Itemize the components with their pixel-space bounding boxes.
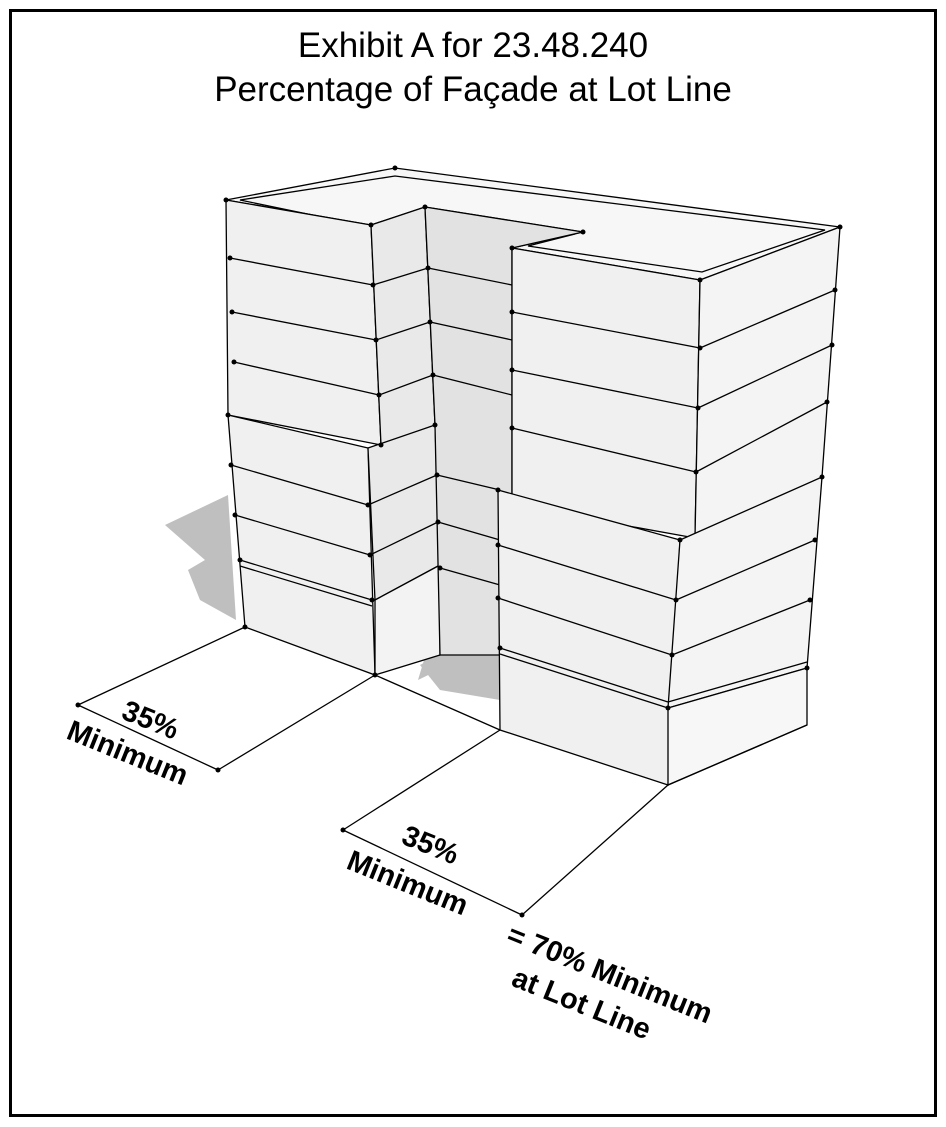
right-lower-block: [497, 475, 823, 786]
left-lower-block: [227, 414, 441, 676]
right-percent-label: 35%: [397, 820, 463, 871]
exhibit-title: Exhibit A for 23.48.240: [297, 26, 649, 65]
dimension-lines: [75, 626, 808, 918]
right-upper-block: [511, 226, 841, 540]
exhibit-frame: [9, 9, 937, 1117]
exhibit-subtitle: Percentage of Façade at Lot Line: [214, 70, 732, 109]
left-upper-block: [225, 199, 436, 446]
